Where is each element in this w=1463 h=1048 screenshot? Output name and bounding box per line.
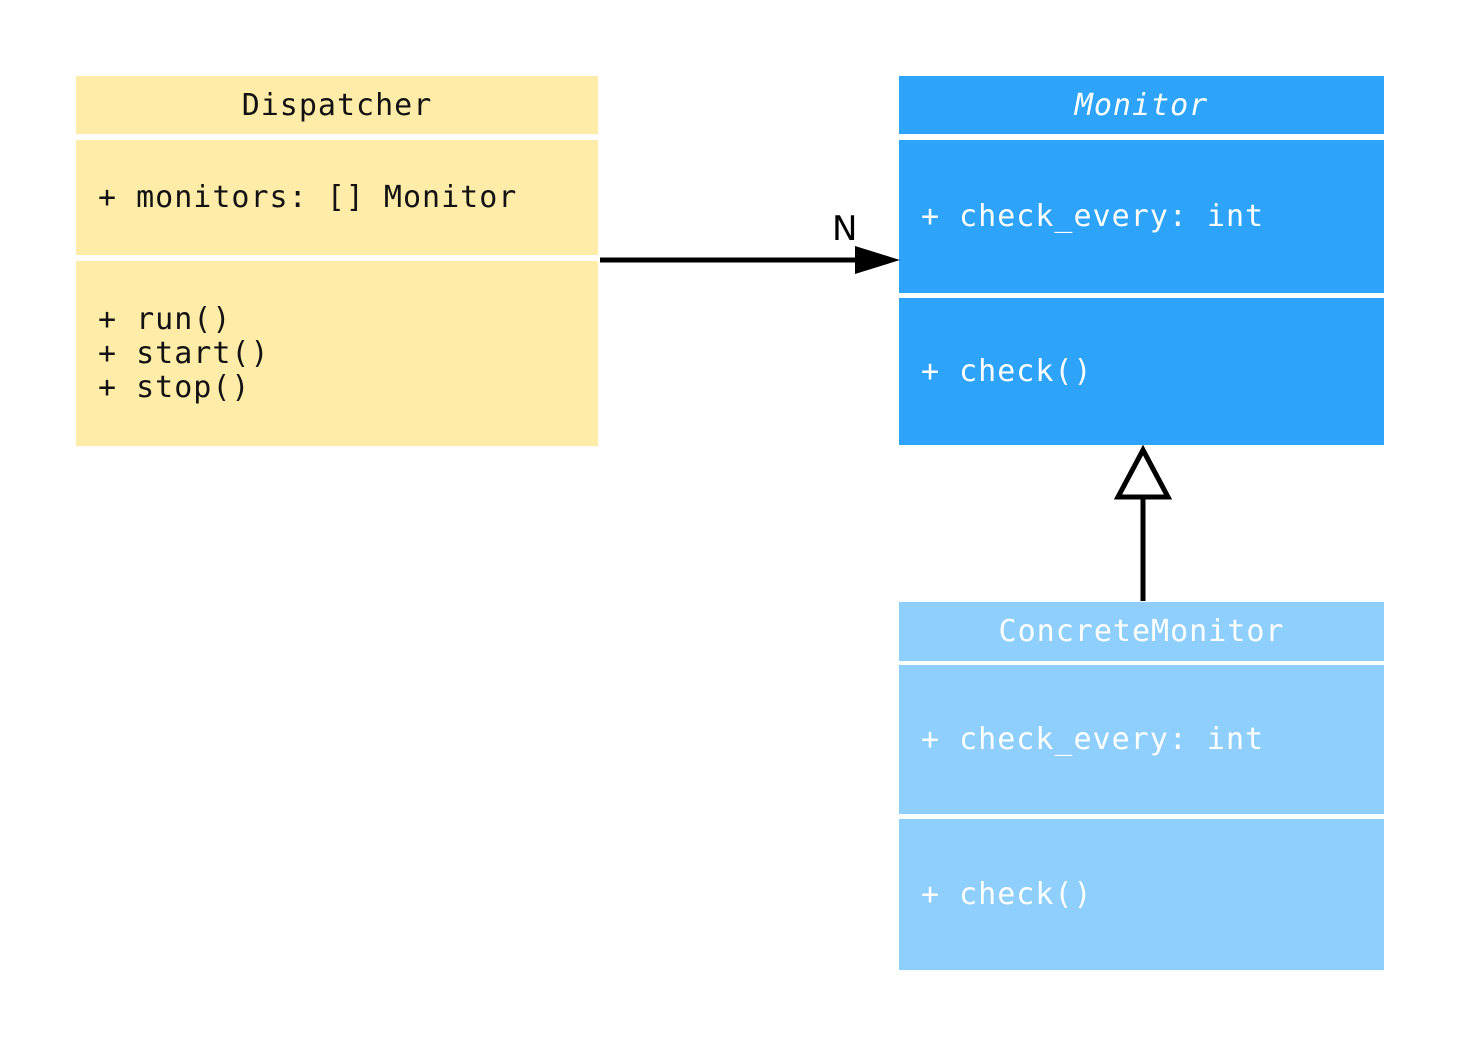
multiplicity-label: N: [832, 209, 857, 249]
class-box-monitor: Monitor + check_every: int + check(): [899, 76, 1384, 445]
inheritance-triangle-icon: [1113, 444, 1173, 500]
class-name: Dispatcher: [241, 87, 433, 123]
class-name: ConcreteMonitor: [998, 614, 1285, 649]
method-line: + check(): [921, 876, 1093, 912]
class-methods-dispatcher: + run() + start() + stop(): [76, 261, 598, 446]
method-line: + stop(): [98, 369, 251, 405]
class-attributes-dispatcher: + monitors: [] Monitor: [76, 140, 598, 255]
inheritance-arrow-concrete-monitor: [1113, 444, 1173, 601]
attribute-line: + check_every: int: [921, 721, 1265, 757]
class-title-monitor: Monitor: [899, 76, 1384, 134]
attribute-line: + monitors: [] Monitor: [98, 179, 518, 215]
class-title-concrete-monitor: ConcreteMonitor: [899, 602, 1384, 661]
method-line: + start(): [98, 335, 270, 371]
class-title-dispatcher: Dispatcher: [76, 76, 598, 134]
association-arrow-dispatcher-monitor: N: [600, 209, 900, 274]
class-methods-monitor: + check(): [899, 298, 1384, 445]
method-line: + check(): [921, 353, 1093, 389]
association-arrowhead-icon: [855, 246, 900, 274]
class-box-concrete-monitor: ConcreteMonitor + check_every: int + che…: [899, 602, 1384, 970]
method-line: + run(): [98, 301, 232, 337]
class-methods-concrete-monitor: + check(): [899, 819, 1384, 970]
class-box-dispatcher: Dispatcher + monitors: [] Monitor + run(…: [76, 76, 598, 446]
class-attributes-concrete-monitor: + check_every: int: [899, 665, 1384, 814]
class-name: Monitor: [1074, 87, 1209, 123]
class-attributes-monitor: + check_every: int: [899, 140, 1384, 293]
attribute-line: + check_every: int: [921, 198, 1265, 234]
